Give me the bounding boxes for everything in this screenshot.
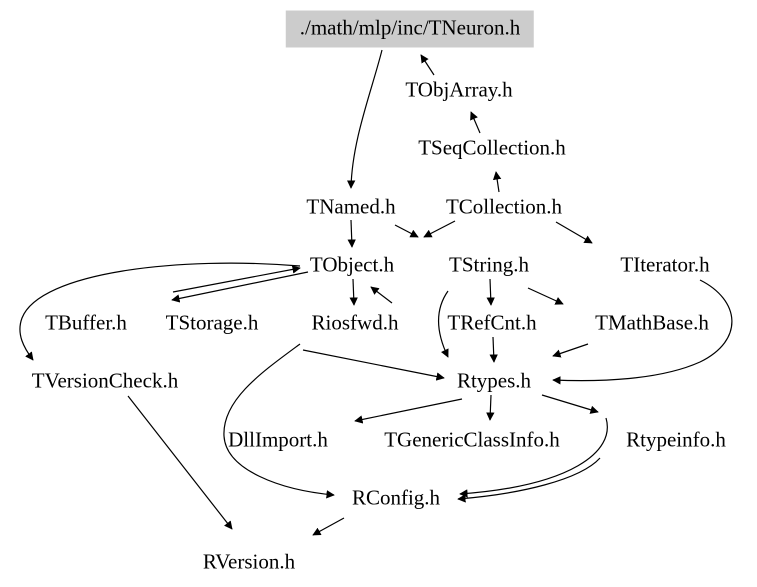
edge-tcollection-to-tseqcollection (492, 171, 502, 193)
edge-tstring-to-tmathbase (527, 287, 564, 305)
node-tstorage[interactable]: TStorage.h (165, 310, 259, 335)
edge-titerator-to-rtypes (552, 279, 733, 385)
edge-tnamed-to-tobject (347, 219, 356, 248)
edge-tobject-to-riosfwd (349, 278, 358, 306)
edge-tobject-to-tstorage (171, 271, 309, 303)
edge-riosfwd-to-rconfig (223, 343, 335, 499)
node-trefcnt[interactable]: TRefCnt.h (447, 310, 537, 335)
node-riosfwd[interactable]: Riosfwd.h (311, 310, 399, 335)
node-tbuffer[interactable]: TBuffer.h (45, 310, 127, 335)
edge-rtypeinfo-to-rconfig (459, 417, 608, 498)
node-tseqcollection[interactable]: TSeqCollection.h (418, 135, 566, 160)
edge-rtypes-to-rtypeinfo (541, 394, 599, 414)
node-rversion[interactable]: RVersion.h (202, 549, 296, 574)
node-rconfig[interactable]: RConfig.h (351, 485, 441, 510)
node-tnamed[interactable]: TNamed.h (306, 194, 396, 219)
edge-rconfig-to-rversion (312, 517, 345, 536)
node-tobject[interactable]: TObject.h (309, 252, 395, 277)
edge-tstring-to-trefcnt (486, 278, 495, 306)
edge-tversioncheck-to-rversion (127, 395, 233, 530)
edge-tcollection-to-tobject (423, 220, 456, 238)
edge-riosfwd-to-tobject (370, 286, 393, 304)
edge-tstorage-to-tobject (172, 265, 301, 293)
node-tcollection[interactable]: TCollection.h (445, 194, 563, 219)
edge-tobject-to-tversioncheck (19, 262, 301, 361)
node-rtypeinfo[interactable]: Rtypeinfo.h (626, 427, 726, 452)
node-dllimport[interactable]: DllImport.h (228, 427, 328, 452)
edge-trefcnt-to-rtypes (489, 336, 498, 363)
node-tversioncheck[interactable]: TVersionCheck.h (31, 368, 179, 393)
node-tstring[interactable]: TString.h (449, 252, 529, 277)
edge-tmathbase-to-rtypes (552, 343, 589, 358)
edge-tstring-to-rtypes (438, 290, 449, 358)
edge-riosfwd-to-rtypes (302, 349, 445, 381)
edge-tseqcollection-to-tobjarray (470, 111, 481, 134)
edge-rtypes-to-tgenericclassinfo (486, 394, 495, 421)
edge-tobjarray-to-tneuron (420, 54, 435, 76)
node-titerator[interactable]: TIterator.h (620, 252, 710, 277)
edge-tneuron-to-tnamed (346, 49, 383, 189)
edge-tgenericclassinfo-to-rconfig (457, 457, 601, 503)
node-tneuron[interactable]: ./math/mlp/inc/TNeuron.h (285, 10, 535, 48)
node-tmathbase[interactable]: TMathBase.h (595, 310, 709, 335)
node-tgenericclassinfo[interactable]: TGenericClassInfo.h (384, 427, 560, 452)
edge-rtypes-to-dllimport (354, 398, 463, 424)
edge-tcollection-to-tstring (394, 224, 419, 238)
node-tobjarray[interactable]: TObjArray.h (405, 77, 513, 102)
edge-tcollection-to-titerator (555, 221, 593, 244)
node-rtypes[interactable]: Rtypes.h (456, 368, 532, 393)
